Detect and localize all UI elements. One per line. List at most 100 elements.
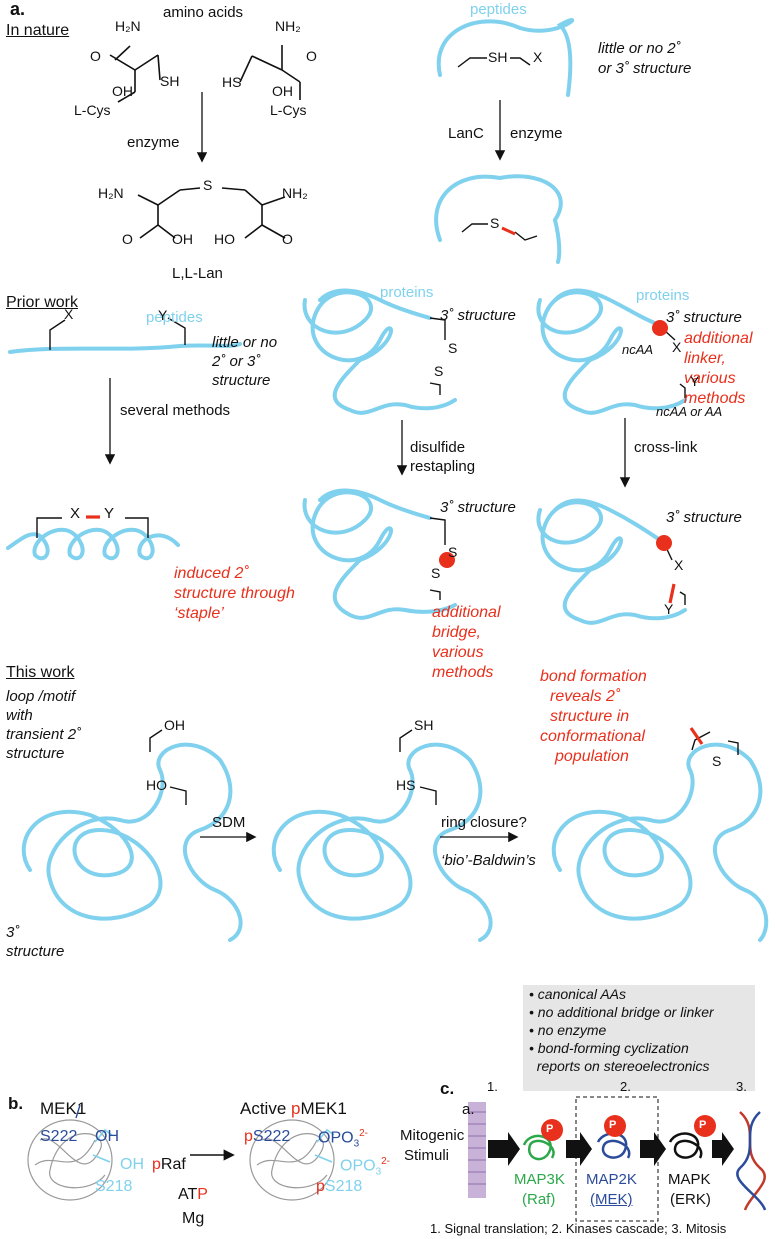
loop2-hs: HS: [396, 777, 416, 793]
linker-y: Y: [690, 373, 700, 389]
cys-right-name: L-Cys: [270, 102, 307, 118]
struct3-mid-2: 3˚ structure: [440, 499, 516, 516]
protein-crosslinked: [536, 498, 687, 625]
s218-oh: OH: [120, 1156, 144, 1173]
ps222-phosphate: OPO32-: [318, 1128, 369, 1150]
little-struct-top-2: or 3˚ structure: [598, 60, 692, 77]
cyclized-s: S: [712, 753, 722, 769]
p-badge-raf: P: [546, 1123, 554, 1135]
bridge-s2: S: [431, 565, 441, 581]
ncaa-dot: [652, 320, 668, 336]
peptide-helix: [6, 527, 180, 561]
ps222-label: pS222: [244, 1128, 291, 1145]
bond-5: population: [555, 748, 629, 765]
mapk-label: MAPK: [668, 1171, 711, 1188]
ncaa-or-aa-label: ncAA or AA: [656, 404, 723, 419]
protein-this-work-3: [551, 742, 769, 942]
cys-left-sh: SH: [160, 73, 180, 89]
panel-a-label: a.: [10, 0, 26, 19]
note-item: • canonical AAs: [529, 986, 626, 1002]
induced-2: structure through: [174, 585, 295, 602]
this-work-notes: • canonical AAs • no additional bridge o…: [523, 985, 755, 1091]
amino-acids-label: amino acids: [163, 4, 244, 21]
map3k-label: MAP3K: [514, 1171, 565, 1188]
struct3-right: 3˚ structure: [666, 309, 742, 326]
protein-linker: [536, 288, 687, 415]
protein-disulfide: [302, 288, 457, 415]
dna-helix: [736, 1111, 767, 1211]
cys-left-nh2: H₂N: [115, 18, 141, 34]
stimuli-label: Stimuli: [404, 1147, 450, 1164]
lan-o-left: O: [122, 231, 133, 247]
mek1-ribbon-right: [249, 1119, 335, 1201]
struct3-right-2: 3˚ structure: [666, 509, 742, 526]
lan-nh2-left: H₂N: [98, 185, 124, 201]
lan-structure: [137, 187, 286, 239]
protein-this-work-2: [271, 742, 493, 942]
loop1-ho: HO: [146, 777, 167, 793]
this-work-heading: This work: [6, 664, 75, 681]
s222-oh: OH: [95, 1128, 119, 1145]
ps218-phosphate: OPO32-: [340, 1156, 391, 1178]
helix-staple-frame: [36, 517, 149, 538]
crosslink-bond: [668, 583, 676, 604]
loop-3: transient 2˚: [6, 726, 82, 743]
bridge-dot: [439, 552, 455, 568]
lan-nh2-right: NH₂: [282, 185, 308, 201]
lan-s: S: [203, 177, 213, 193]
addl-bridge-4: methods: [432, 664, 494, 681]
peptide-top: [436, 18, 575, 97]
in-nature-heading: In nature: [6, 22, 70, 39]
mitogenic-label: Mitogenic: [400, 1127, 465, 1144]
mek-dashed-box: [575, 1096, 659, 1222]
crosslink-dot: [656, 535, 672, 551]
s218-label: S218: [95, 1178, 133, 1195]
cys-left-structure: [109, 45, 161, 103]
prior-y: Y: [158, 307, 168, 323]
prior-sidechains: [49, 317, 186, 350]
peptides-prior-label: peptides: [146, 309, 203, 326]
lan-o-right: O: [282, 231, 293, 247]
loop-sidechains-2: [399, 729, 437, 805]
thioether-bond-top: [501, 226, 516, 236]
loop-1: loop /motif: [6, 688, 76, 705]
bond-3: structure in: [550, 708, 630, 725]
loop2-sh: SH: [414, 717, 434, 733]
proteins-right-label: proteins: [636, 287, 690, 304]
cys-right-oh: OH: [272, 83, 293, 99]
induced-1: induced 2˚: [174, 565, 249, 582]
peptide-cyclized-s: S: [490, 215, 500, 231]
lan-name: L,L-Lan: [172, 265, 223, 282]
addl-bridge-3: various: [432, 644, 484, 661]
lanc-label: LanC: [448, 125, 484, 142]
note-item: • no additional bridge or linker: [529, 1004, 714, 1020]
cascade-caption: 1. Signal translation; 2. Kinases cascad…: [430, 1221, 727, 1236]
loop-sidechains-1: [149, 729, 187, 805]
addl-linker-2: linker,: [684, 350, 726, 367]
p-badge-mek: P: [609, 1119, 617, 1131]
cys-left-name: L-Cys: [74, 102, 111, 118]
helix-x: X: [70, 505, 81, 522]
bio-baldwin-label: ‘bio’-Baldwin’s: [441, 852, 536, 869]
enzyme-label-right: enzyme: [510, 125, 563, 142]
panel-c-label: c.: [440, 1079, 455, 1098]
prior-x: X: [64, 306, 74, 322]
bridge-lines: [429, 517, 446, 600]
s222-label: S222: [40, 1128, 78, 1145]
sdm-label: SDM: [212, 814, 246, 831]
protein-bridge: [302, 488, 457, 620]
erk-label: (ERK): [670, 1191, 711, 1208]
disulfide-label-1: disulfide: [410, 439, 466, 456]
ps218-label: pS218: [316, 1178, 363, 1195]
peptide-top-sh: SH: [488, 49, 508, 65]
p-badge-erk: P: [699, 1119, 707, 1131]
disulfide-s2: S: [434, 363, 444, 379]
lan-oh-left: OH: [172, 231, 193, 247]
disulfide-label-2: restapling: [410, 458, 476, 475]
struct3-mid: 3˚ structure: [440, 307, 516, 324]
peptide-prior: [8, 342, 242, 354]
ring-closure-label: ring closure?: [441, 814, 527, 831]
cys-left-o: O: [90, 48, 101, 64]
proteins-mid-label: proteins: [380, 284, 434, 301]
